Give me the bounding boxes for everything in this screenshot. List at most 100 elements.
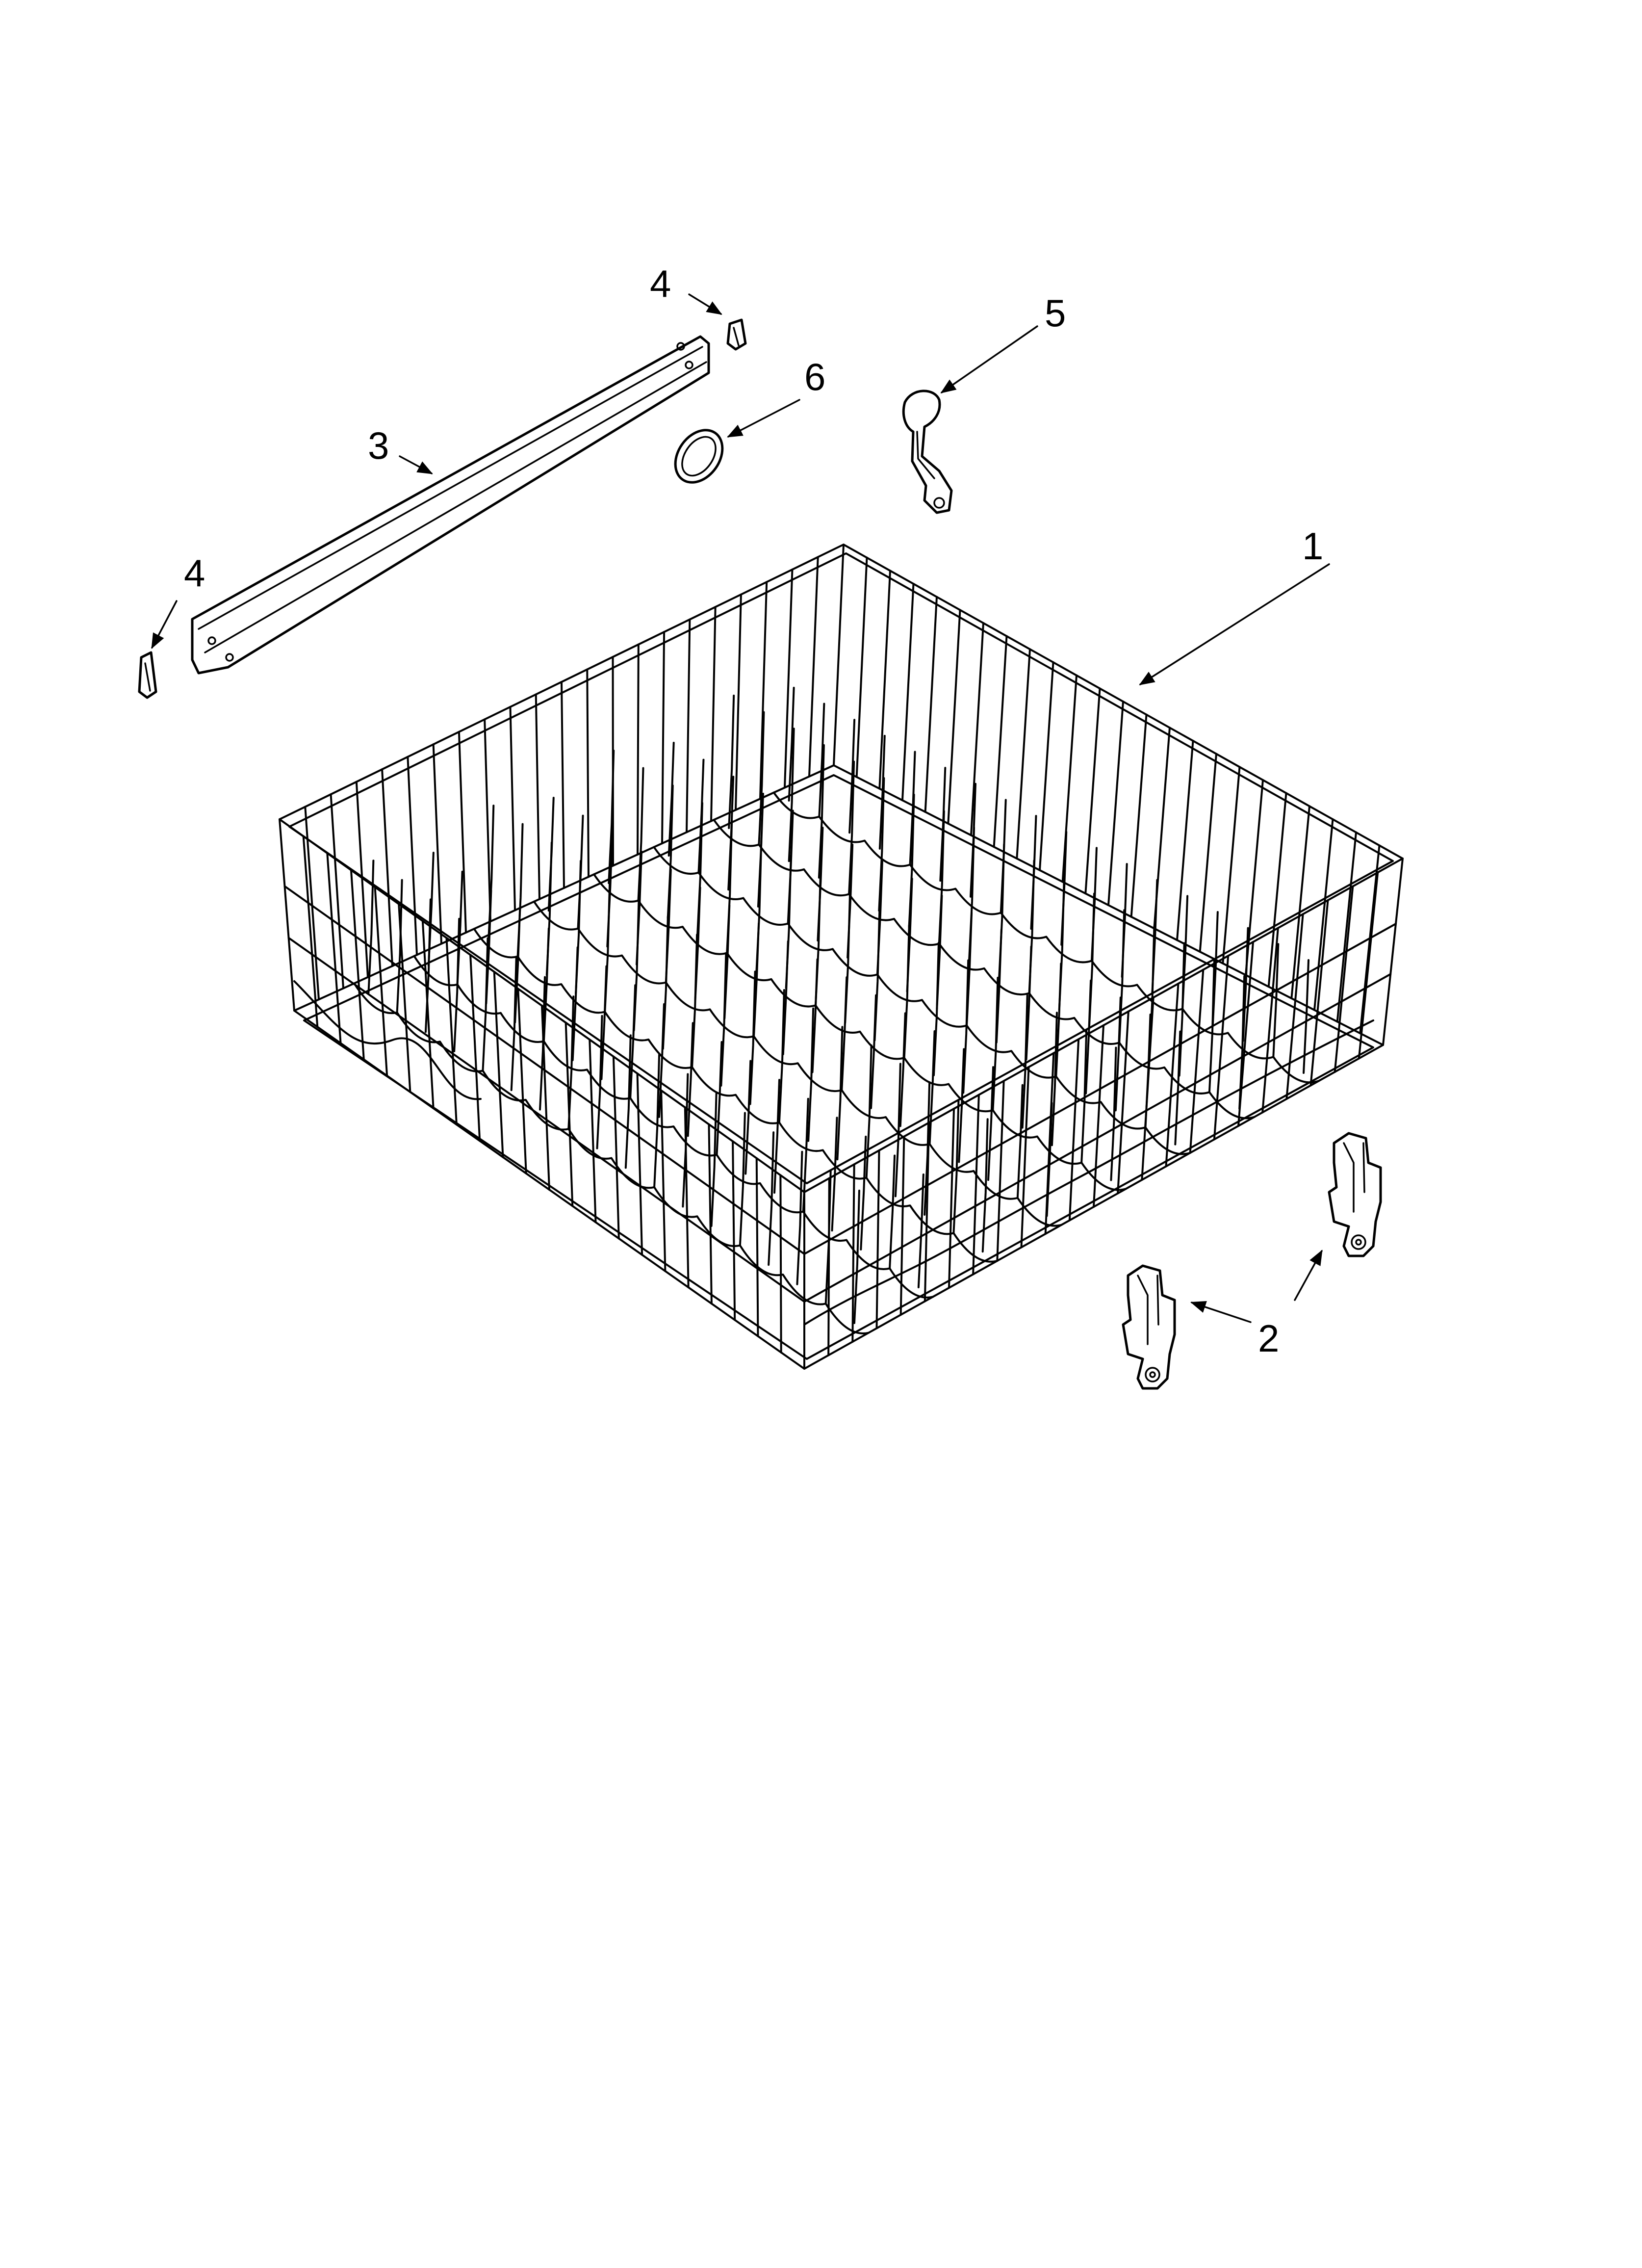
- dish-rack-part: [279, 544, 1404, 1370]
- rack-wire: [784, 568, 794, 789]
- rack-tine: [860, 1135, 867, 1251]
- rack-floor-wave: [593, 873, 1127, 1191]
- rack-wire: [1222, 766, 1241, 965]
- rack-floor-wave: [772, 791, 1320, 1084]
- latch-part: [902, 390, 953, 514]
- rack-floor-wave: [713, 819, 1256, 1120]
- rack-tine: [1080, 1029, 1088, 1164]
- rack-tine: [970, 782, 977, 898]
- rack-tine: [878, 734, 886, 850]
- rack-tine: [773, 1079, 781, 1194]
- rack-tine: [687, 1022, 694, 1137]
- callouts: 1 2 3 4 4 5 6: [184, 262, 1323, 1360]
- rack-tine: [1303, 959, 1310, 1074]
- rack-wire: [924, 596, 938, 813]
- rack-wire: [1020, 1066, 1030, 1249]
- rack-wire: [948, 1108, 955, 1289]
- leader-arrow-4a: [688, 293, 722, 315]
- rack-wire: [735, 593, 742, 811]
- rack-wire: [636, 1072, 643, 1256]
- rack-tine: [1060, 831, 1068, 946]
- rack-tine: [667, 784, 674, 919]
- leader-arrow-6: [727, 399, 800, 438]
- rack-wire: [1290, 805, 1310, 999]
- rack-wire: [1107, 701, 1124, 906]
- rack-tine: [1272, 943, 1280, 1058]
- rack-tine: [939, 767, 947, 882]
- rack-wire: [755, 1157, 759, 1337]
- rack-wire: [1267, 792, 1287, 988]
- rack-wire: [350, 869, 365, 1061]
- rack-tine: [728, 694, 735, 829]
- rack-wire: [458, 730, 467, 934]
- rack-tine: [853, 1189, 860, 1324]
- rack-wire: [875, 1149, 880, 1330]
- rack-tine: [958, 1048, 965, 1163]
- rack-tine: [796, 1150, 803, 1285]
- callout-6: 6: [804, 355, 825, 398]
- callout-5: 5: [1045, 291, 1066, 335]
- rack-tine: [824, 1170, 832, 1305]
- callout-3: 3: [368, 424, 389, 467]
- leader-arrows: [151, 293, 1330, 1323]
- rack-tine: [992, 977, 999, 1112]
- rack-wire: [612, 1055, 620, 1240]
- rack-wire: [445, 937, 458, 1126]
- rack-tine: [1174, 1030, 1181, 1146]
- rack-wire: [1117, 1010, 1129, 1195]
- rack-wire: [779, 1174, 782, 1354]
- rack-tine: [1046, 1102, 1053, 1217]
- rack-tine: [1090, 847, 1098, 962]
- callout-4-upper: 4: [650, 262, 671, 305]
- rack-wire: [970, 622, 984, 836]
- rack-tine: [876, 860, 883, 976]
- rack-tine: [577, 814, 584, 930]
- rack-tine: [1051, 1012, 1058, 1147]
- rack-wire: [993, 635, 1008, 848]
- rack-wire: [1261, 927, 1279, 1114]
- rack-floor-wave: [473, 928, 999, 1263]
- rack-wire: [561, 681, 565, 889]
- rack-tine: [596, 1015, 603, 1149]
- rack-tine: [909, 751, 916, 866]
- rack-tine: [667, 741, 675, 857]
- rack-tine: [802, 1097, 809, 1213]
- rack-tine: [367, 860, 375, 994]
- rack-wire: [517, 988, 527, 1174]
- rack-tine: [427, 852, 435, 967]
- rack-wire-grid: [283, 556, 1397, 1356]
- rack-tine: [1242, 927, 1249, 1042]
- callout-4-lower: 4: [184, 551, 205, 595]
- rack-tine: [917, 1173, 924, 1289]
- rack-wire: [330, 793, 344, 990]
- rack-tine: [697, 758, 705, 874]
- rack-tine: [716, 1041, 723, 1156]
- rack-tine: [744, 1060, 752, 1175]
- rack-tine: [1021, 994, 1028, 1129]
- rack-tine: [962, 959, 970, 1094]
- rack-wire: [381, 768, 393, 967]
- rack-wire: [1313, 818, 1334, 1011]
- rack-tine: [653, 1053, 661, 1188]
- rack-wire: [661, 631, 666, 845]
- rack-wire: [589, 1039, 597, 1224]
- rack-tine: [847, 843, 854, 959]
- rack-tine: [848, 719, 856, 834]
- rack-wire: [732, 1140, 736, 1321]
- wheel-clip-part-left: [1122, 1264, 1176, 1390]
- rack-wire: [1016, 648, 1031, 860]
- rack-wire: [432, 743, 442, 945]
- clip-part-lower: [138, 651, 157, 699]
- rack-wire: [660, 1089, 667, 1272]
- rack-wire: [535, 693, 540, 900]
- rack-wire: [878, 570, 891, 790]
- rack-tine: [1000, 799, 1007, 914]
- rack-wire: [851, 1163, 855, 1343]
- rack-tine: [1030, 815, 1037, 930]
- rack-tine: [710, 1093, 718, 1227]
- rack-tine: [831, 1117, 838, 1232]
- rack-tine: [637, 767, 644, 902]
- clip-part-upper: [726, 318, 747, 351]
- rack-tine: [487, 805, 495, 939]
